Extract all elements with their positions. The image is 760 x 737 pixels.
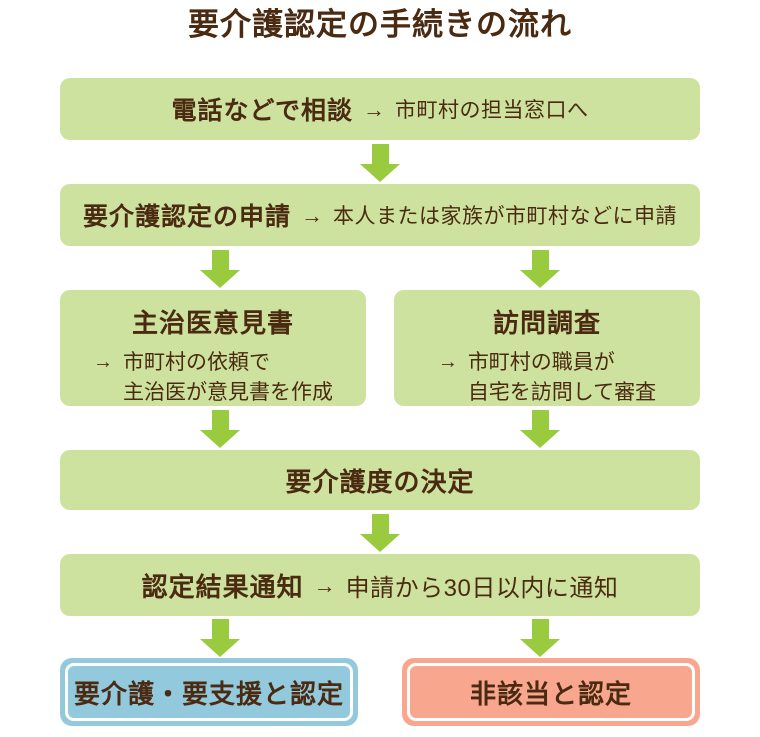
arrow-row-4 [60,510,700,554]
step-visit-line2: 自宅を訪問して審査 [467,381,657,405]
down-arrow-icon [360,144,400,182]
result-not-applicable-label: 非該当と認定 [407,663,695,721]
step-doctor-line2: 主治医が意見書を作成 [123,381,333,405]
down-arrow-icon [200,619,240,657]
step-apply-title: 要介護認定の申請 [82,203,291,231]
result-certified-label: 要介護・要支援と認定 [65,663,353,721]
flow-column: 電話などで相談 → 市町村の担当窓口へ 要介護認定の申請 → 本人または家族が市… [60,78,700,726]
step-box-decision: 要介護度の決定 [60,450,700,510]
step-consult-desc: 市町村の担当窓口へ [395,99,589,122]
right-arrow-icon: → [301,203,323,228]
page-title: 要介護認定の手続きの流れ [188,7,572,42]
step-box-notification: 認定結果通知 → 申請から30日以内に通知 [60,554,700,616]
down-arrow-icon [520,410,560,448]
step-visit-title: 訪問調査 [492,308,601,338]
step-decision-title: 要介護度の決定 [285,466,475,497]
arrow-row-3 [60,406,700,450]
down-arrow-icon [200,410,240,448]
results-row: 要介護・要支援と認定 非該当と認定 [60,658,700,726]
step-notify-desc: 申請から30日以内に通知 [345,574,619,602]
step-doctor-title: 主治医意見書 [131,308,294,338]
step-visit-line1: 市町村の職員が [467,351,615,374]
right-arrow-icon: → [363,97,385,122]
right-arrow-icon: → [437,351,458,373]
down-arrow-icon [520,619,560,657]
arrow-row-2 [60,246,700,290]
arrow-row-5 [60,616,700,658]
step-box-apply: 要介護認定の申請 → 本人または家族が市町村などに申請 [60,184,700,246]
step-box-doctor-opinion: 主治医意見書 → 市町村の依頼で 主治医が意見書を作成 [60,290,366,406]
step-apply-desc: 本人または家族が市町村などに申請 [333,205,677,228]
right-arrow-icon: → [313,573,336,598]
arrow-row-1 [60,140,700,184]
down-arrow-icon [360,514,400,552]
result-box-not-applicable: 非該当と認定 [402,658,700,726]
down-arrow-icon [200,250,240,288]
step-box-home-visit: 訪問調査 → 市町村の職員が 自宅を訪問して審査 [394,290,700,406]
step-notify-title: 認定結果通知 [141,571,304,602]
right-arrow-icon: → [93,351,113,373]
result-box-certified: 要介護・要支援と認定 [60,658,358,726]
step-box-consult: 電話などで相談 → 市町村の担当窓口へ [60,78,700,140]
step-consult-title: 電話などで相談 [171,97,353,125]
down-arrow-icon [520,250,560,288]
parallel-steps-row: 主治医意見書 → 市町村の依頼で 主治医が意見書を作成 訪問調査 → 市町村の職… [60,290,700,406]
step-doctor-line1: 市町村の依頼で [123,351,270,374]
